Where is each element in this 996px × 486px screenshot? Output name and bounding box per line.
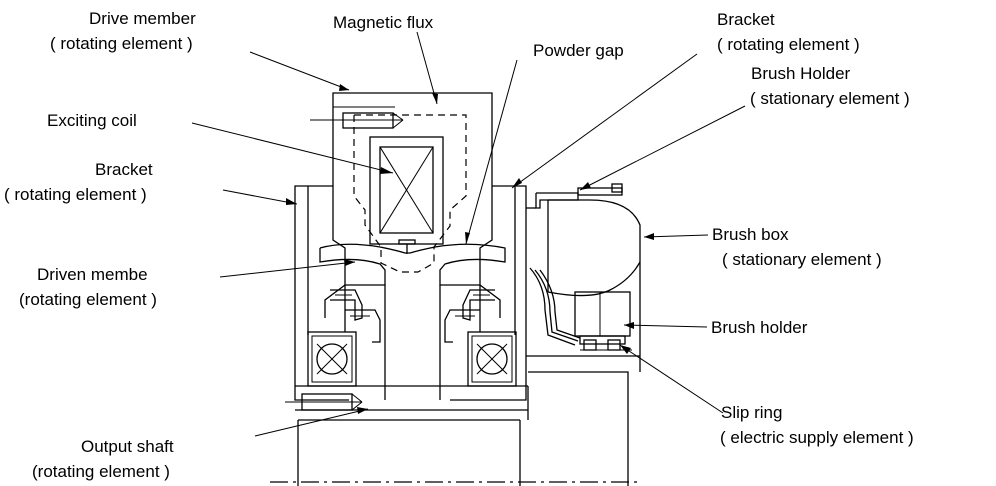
label-magnetic-flux: Magnetic flux [333,13,434,32]
label-brush-box-sub: ( stationary element ) [722,250,882,269]
label-drive-member: Drive member [89,9,196,28]
label-powder-gap: Powder gap [533,41,624,60]
output-shaft-shape [270,385,640,486]
label-drive-member-sub: ( rotating element ) [50,34,193,53]
driven-member-shape [319,243,506,400]
label-driven-member: Driven membe [37,265,148,284]
drive-member-shape [310,92,493,186]
labels: Drive member ( rotating element ) Magnet… [4,9,914,481]
label-bracket-right-sub: ( rotating element ) [717,35,860,54]
label-bracket-left-sub: ( rotating element ) [4,185,147,204]
bearing-left [307,331,357,387]
label-brush-holder-top: Brush Holder [751,64,851,83]
brush-assembly-shape [526,183,641,486]
label-brush-holder-top-sub: ( stationary element ) [750,89,910,108]
label-bracket-left: Bracket [95,160,153,179]
label-bracket-right: Bracket [717,10,775,29]
label-output-shaft-sub: (rotating element ) [32,462,170,481]
label-slip-ring-sub: ( electric supply element ) [720,428,914,447]
label-slip-ring: Slip ring [721,403,782,422]
label-output-shaft: Output shaft [81,437,174,456]
label-brush-box: Brush box [712,225,789,244]
label-driven-member-sub: (rotating element ) [19,290,157,309]
label-brush-holder: Brush holder [711,318,808,337]
exciting-coil-shape [369,136,444,254]
magnetic-flux-path [353,114,467,273]
label-exciting-coil: Exciting coil [47,111,137,130]
bearing-right [467,331,517,387]
leader-lines [191,31,746,437]
